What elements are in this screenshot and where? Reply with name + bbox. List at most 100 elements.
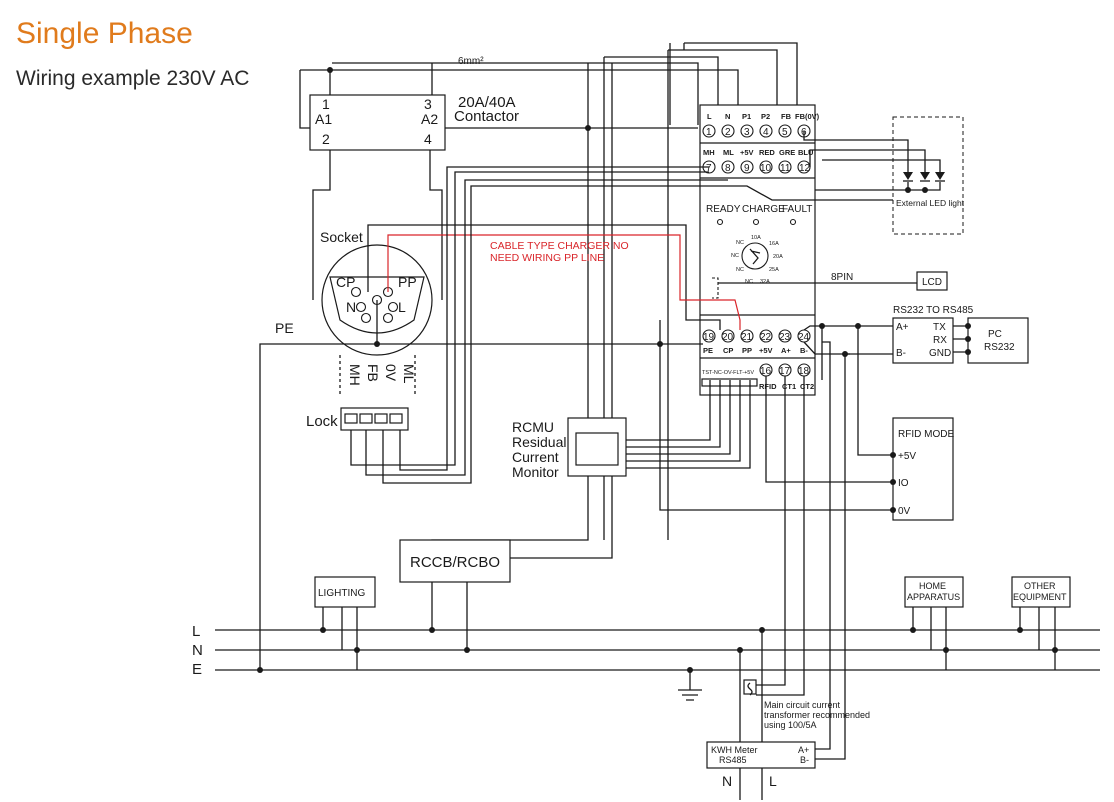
term-num-4: 4 xyxy=(763,127,769,138)
bus-bars: L N E xyxy=(192,623,1100,678)
red-note-line1: CABLE TYPE CHARGER NO xyxy=(490,240,629,252)
term-num-2: 2 xyxy=(725,127,731,138)
ct-note-line2: transformer recommended xyxy=(764,710,870,720)
lighting-box xyxy=(314,576,376,608)
dial-20a: 20A xyxy=(773,254,783,260)
rs232-gnd: GND xyxy=(929,348,951,359)
term-name-mh: MH xyxy=(703,148,715,157)
dial-32a: 32A xyxy=(760,279,770,285)
kwh-l: L xyxy=(769,773,777,789)
rs232-bminus: B- xyxy=(896,348,906,359)
term-num-7: 7 xyxy=(706,163,712,174)
kwh-meter-box xyxy=(706,741,816,769)
contactor-rating: 20A/40A xyxy=(458,94,516,111)
led-diode-icon xyxy=(903,172,945,182)
bus-l-label: L xyxy=(192,623,200,640)
term-num-20: 20 xyxy=(722,332,734,343)
lighting-label: LIGHTING xyxy=(318,588,365,599)
term-name-fb: FB xyxy=(781,112,792,121)
dial-25a: 25A xyxy=(769,267,779,273)
home-line1: HOME xyxy=(919,581,946,591)
status-ready: READY xyxy=(706,204,741,215)
red-note-line2: NEED WIRING PP LINE xyxy=(490,252,604,264)
term-num-8: 8 xyxy=(725,163,731,174)
lock-0v: 0V xyxy=(383,364,399,382)
term-name-gre: GRE xyxy=(779,148,795,157)
term-num-19: 19 xyxy=(703,332,715,343)
home-line2: APPARATUS xyxy=(907,592,960,602)
lower-terminals: 16 17 18 xyxy=(759,363,811,377)
term-name-aplus: A+ xyxy=(781,346,791,355)
other-line1: OTHER xyxy=(1024,581,1056,591)
lock-label: Lock xyxy=(306,413,338,430)
pe-label: PE xyxy=(275,320,294,336)
mid-terminals: 7 8 9 10 11 12 xyxy=(702,160,811,174)
lock: MH FB 0V ML Lock xyxy=(306,364,417,431)
dial-16a: 16A xyxy=(769,241,779,247)
term-name-blu: BLU xyxy=(798,148,813,157)
term-num-10: 10 xyxy=(760,163,772,174)
rfid-io: IO xyxy=(898,478,909,489)
rs232-title: RS232 TO RS485 xyxy=(893,305,974,316)
term-name-5v-b: +5V xyxy=(759,346,773,355)
dial-nc-1: NC xyxy=(736,240,744,246)
rcmu-line3: Current xyxy=(512,449,559,465)
rs232-converter xyxy=(892,317,954,364)
dial-knob-icon[interactable] xyxy=(741,242,769,270)
term-name-p1: P1 xyxy=(742,112,751,121)
rcmu-line4: Monitor xyxy=(512,464,559,480)
socket-label: Socket xyxy=(320,229,363,245)
term-name-n: N xyxy=(725,112,730,121)
term-name-red: RED xyxy=(759,148,775,157)
bus-e-label: E xyxy=(192,661,202,678)
current-dial[interactable]: 10A 16A 20A 25A 32A NC NC NC NC xyxy=(731,235,783,285)
led-fault-icon xyxy=(789,218,797,226)
pc-box xyxy=(967,317,1029,364)
term-name-ct2: CT2 xyxy=(800,382,814,391)
current-transformer xyxy=(743,679,757,696)
term-num-16: 16 xyxy=(760,366,772,377)
rs232-tx: TX xyxy=(933,322,946,333)
term-num-9: 9 xyxy=(744,163,750,174)
term-name-ml: ML xyxy=(723,148,734,157)
rccb-label: RCCB/RCBO xyxy=(410,554,500,571)
rs232-rx: RX xyxy=(933,335,947,346)
bottom-terminals: 19 20 21 22 23 24 xyxy=(702,329,811,343)
rfid-5v: +5V xyxy=(898,451,916,462)
dial-nc-4: NC xyxy=(745,279,753,285)
term-num-24: 24 xyxy=(798,332,810,343)
contactor-a1: A1 xyxy=(315,111,332,127)
socket-l: L xyxy=(398,299,406,315)
contactor-pin1: 1 xyxy=(322,96,330,112)
term-name-tst: TST-NC-OV-FLT-+5V xyxy=(702,370,754,376)
charger-body xyxy=(699,104,816,396)
lock-mh: MH xyxy=(347,364,363,386)
bus-n-label: N xyxy=(192,642,203,659)
term-name-p2: P2 xyxy=(761,112,770,121)
external-led: External LED light xyxy=(803,116,965,235)
term-name-l: L xyxy=(707,112,712,121)
kwh-aplus: A+ xyxy=(798,745,809,755)
dial-10a: 10A xyxy=(751,235,761,241)
socket-cp: CP xyxy=(336,274,355,290)
term-name-cp: CP xyxy=(723,346,733,355)
lcd-connector xyxy=(712,277,719,299)
lcd-box xyxy=(916,271,948,291)
term-num-3: 3 xyxy=(744,127,750,138)
term-name-bminus: B- xyxy=(800,346,808,355)
term-name-ct1: CT1 xyxy=(782,382,796,391)
rs232-aplus: A+ xyxy=(896,322,909,333)
socket: Socket CP PP N L xyxy=(320,229,433,356)
term-num-18: 18 xyxy=(798,366,810,377)
rcmu: RCMU Residual Current Monitor xyxy=(512,417,627,480)
ct-note-line1: Main circuit current xyxy=(764,700,841,710)
rcmu-line2: Residual xyxy=(512,434,566,450)
rfid-0v: 0V xyxy=(898,506,911,517)
rfid-title: RFID MODE xyxy=(898,429,954,440)
rccb-box xyxy=(399,539,511,583)
term-num-1: 1 xyxy=(706,127,712,138)
dial-nc-2: NC xyxy=(731,253,739,259)
page-title: Single Phase xyxy=(16,17,193,50)
term-num-21: 21 xyxy=(741,332,753,343)
